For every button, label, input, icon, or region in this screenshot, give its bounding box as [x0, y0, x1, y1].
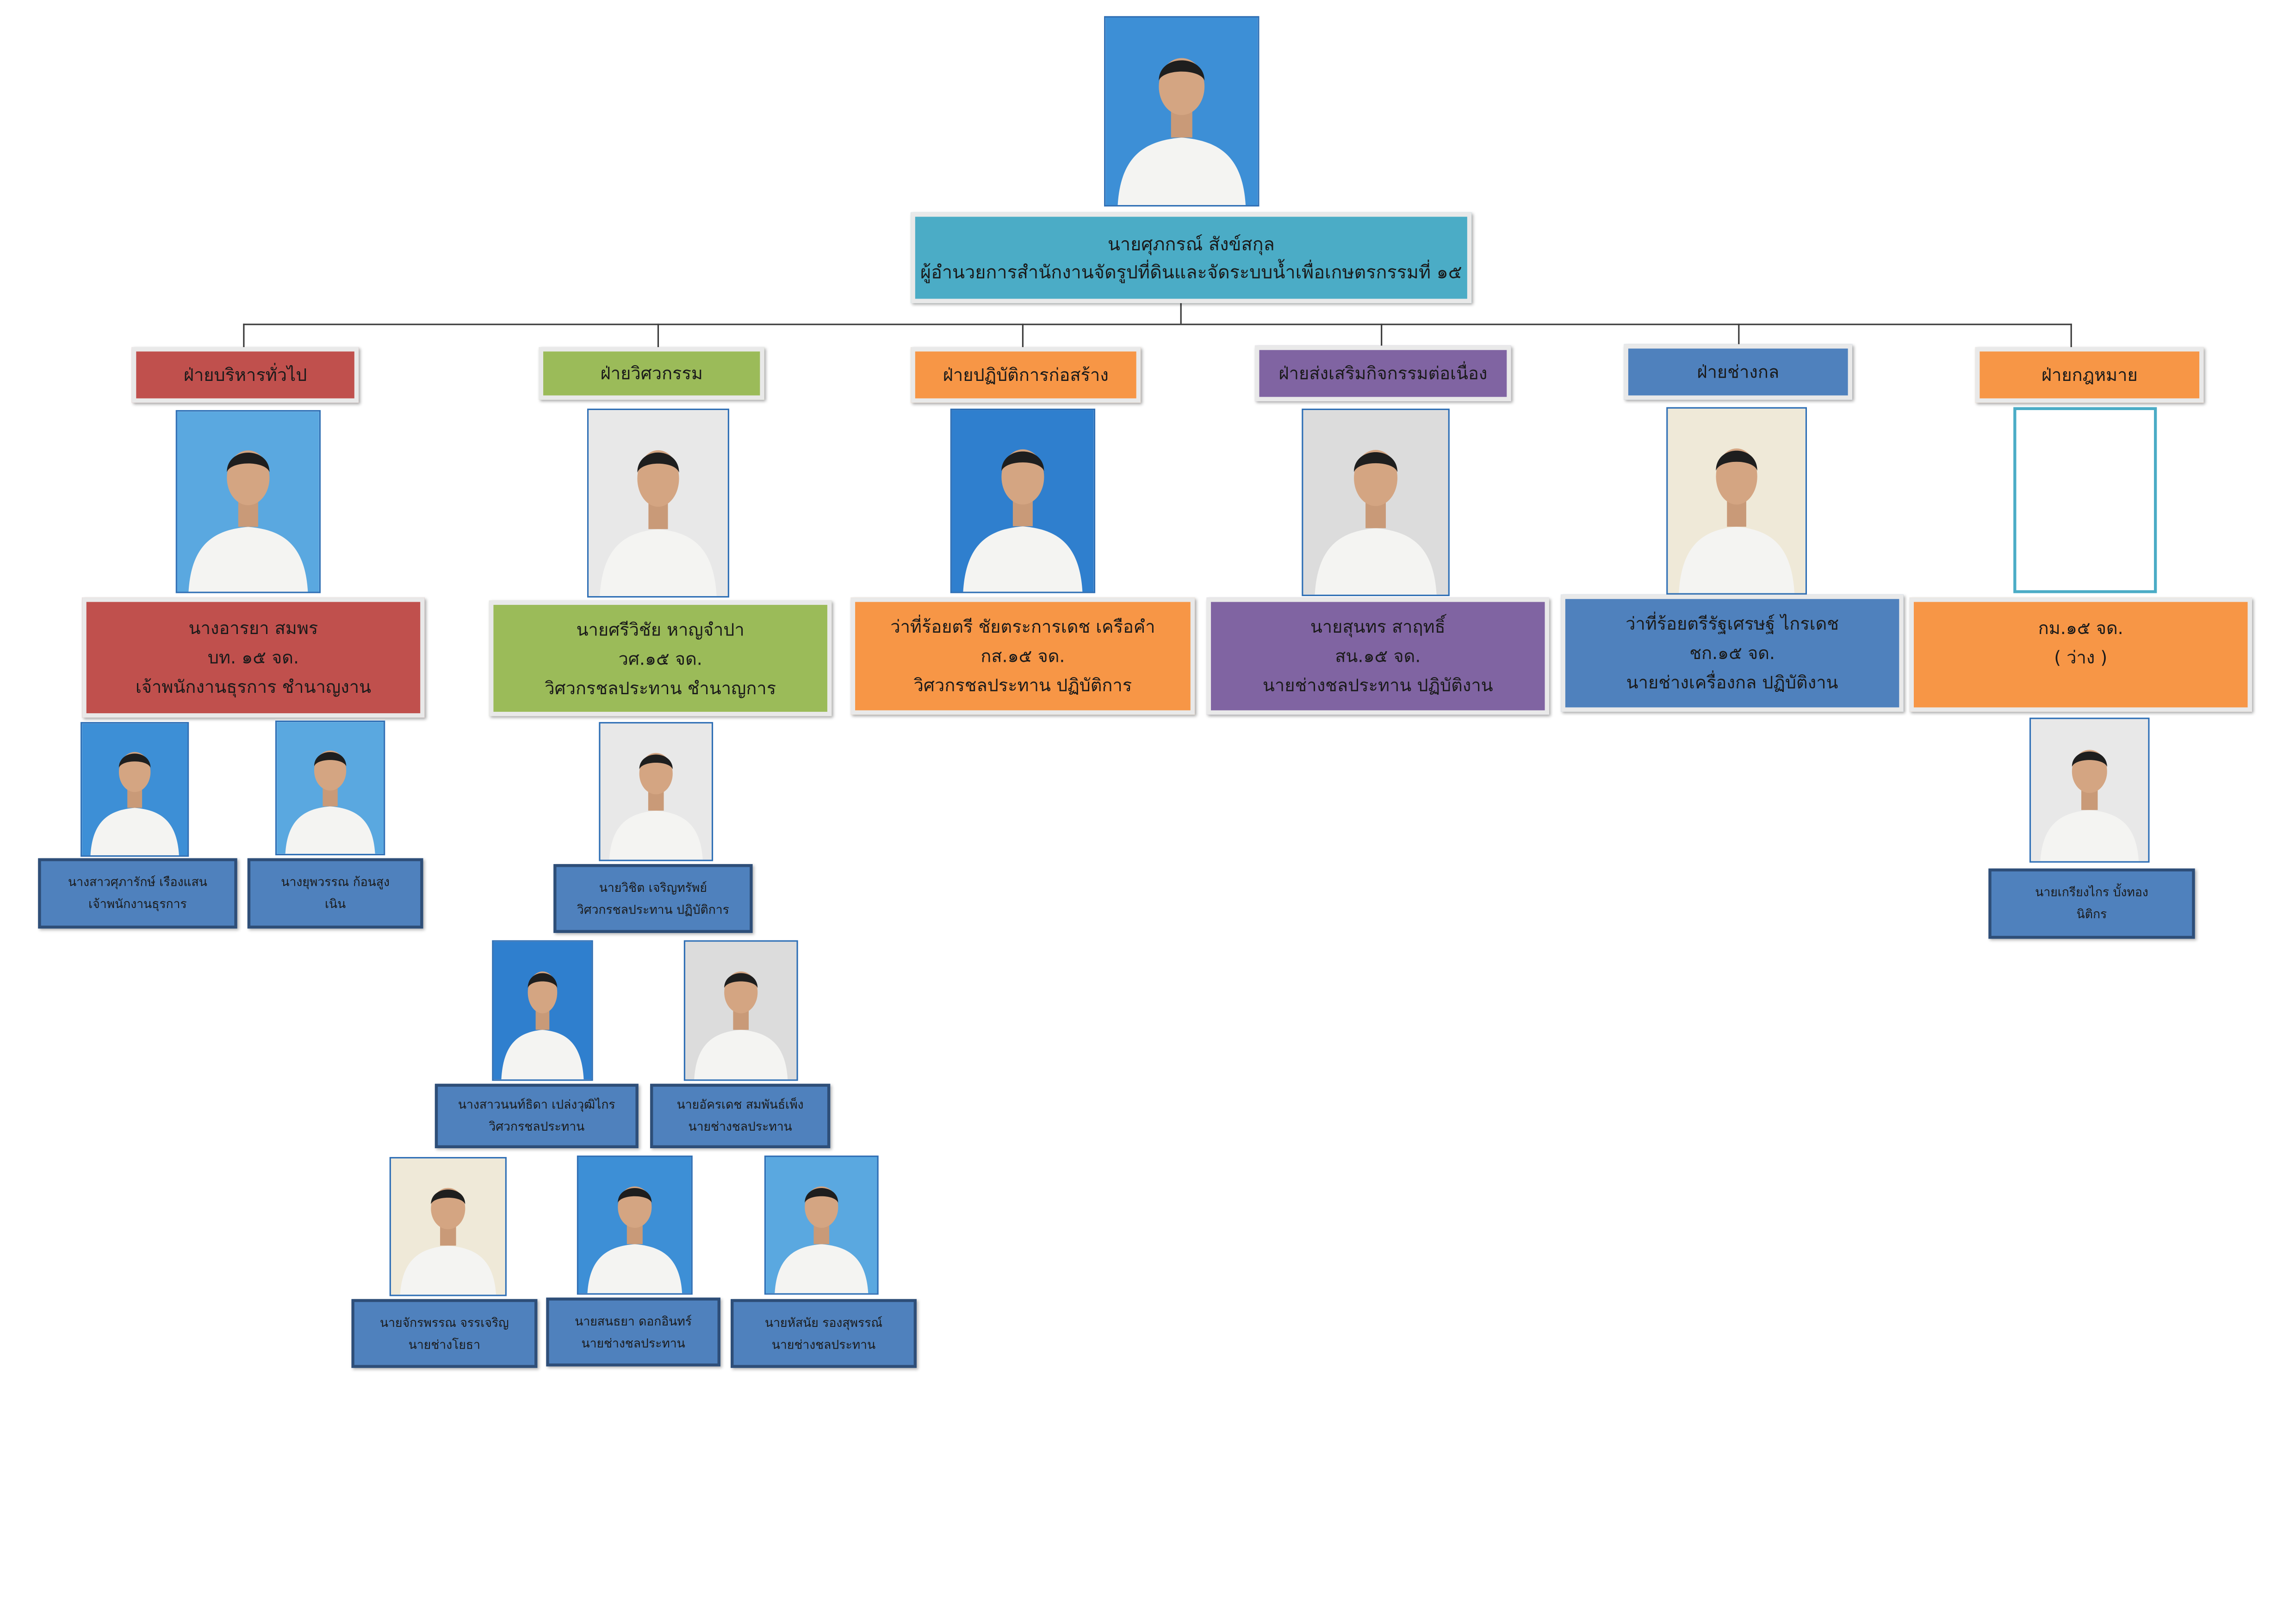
engineering-head-position: วิศวกรชลประทาน ชำนาญการ [545, 677, 776, 698]
dept-label-admin: ฝ่ายบริหารทั่วไป [131, 347, 359, 403]
engineering-staff-6-photo [764, 1155, 879, 1295]
engineering-staff-5-name: นายสนธยา ดอกอินทร์ [575, 1313, 692, 1328]
engineering-staff-4-name: นายจักรพรรณ จรรเจริญ [380, 1314, 509, 1329]
dept-label-mechanical: ฝ่ายช่างกล [1624, 344, 1853, 400]
admin-staff-1-name: นางสาวศุภารักษ์ เรืองแสน [68, 874, 207, 889]
engineering-staff-3-photo [683, 940, 798, 1081]
legal-staff-1-photo [2029, 717, 2150, 863]
engineering-staff-5-photo [577, 1155, 693, 1295]
promotion-head-name: นายสุนทร สาฤทธิ์ [1310, 616, 1446, 637]
admin-staff-1-position: เจ้าพนักงานธุรการ [88, 896, 187, 911]
construction-head-position: วิศวกรชลประทาน ปฏิบัติการ [913, 675, 1132, 696]
engineering-staff-1-name: นายวิชิต เจริญทรัพย์ [599, 879, 707, 894]
construction-head-box: ว่าที่ร้อยตรี ชัยตระการเดช เครือคำ กส.๑๕… [850, 597, 1195, 715]
connector-dept-6 [2070, 324, 2072, 347]
mechanical-head-code: ชก.๑๕ จด. [1689, 643, 1775, 664]
connector-dept-4 [1381, 324, 1383, 347]
admin-head-box: นางอารยา สมพร บท. ๑๕ จด. เจ้าพนักงานธุรก… [82, 597, 425, 718]
construction-head-name: ว่าที่ร้อยตรี ชัยตระการเดช เครือคำ [890, 616, 1155, 637]
engineering-staff-6-box: นายหัสนัย รองสุพรรณ์ นายช่างชลประทาน [731, 1299, 917, 1368]
dept-label-legal: ฝ่ายกฎหมาย [1975, 347, 2204, 403]
engineering-staff-4-box: นายจักรพรรณ จรรเจริญ นายช่างโยธา [351, 1299, 538, 1368]
admin-head-name: นางอารยา สมพร [188, 618, 318, 639]
engineering-head-name: นายศรีวิชัย หาญจำปา [576, 619, 745, 640]
construction-head-photo [950, 408, 1096, 593]
person-photo-icon [2031, 719, 2148, 861]
person-photo-icon [600, 723, 712, 860]
engineering-staff-1-photo [599, 722, 714, 861]
mechanical-head-position: นายช่างเครื่องกล ปฏิบัติงาน [1626, 672, 1838, 693]
engineering-staff-4-photo [389, 1157, 507, 1296]
person-photo-icon [951, 410, 1094, 592]
admin-staff-1-photo [81, 722, 189, 857]
connector-director [1180, 301, 1182, 324]
person-photo-icon [391, 1158, 505, 1295]
engineering-staff-6-name: นายหัสนัย รองสุพรรณ์ [765, 1314, 883, 1329]
mechanical-head-name: ว่าที่ร้อยตรีรัฐเศรษฐ์ ไกรเดช [1626, 613, 1839, 635]
engineering-staff-4-position: นายช่างโยธา [408, 1336, 481, 1351]
promotion-head-box: นายสุนทร สาฤทธิ์ สน.๑๕ จด. นายช่างชลประท… [1206, 597, 1550, 715]
legal-head-status: ( ว่าง ) [2054, 647, 2108, 668]
legal-staff-1-name: นายเกรียงไกร บั้งทอง [2035, 884, 2148, 900]
person-photo-icon [82, 723, 188, 856]
engineering-staff-3-name: นายอัครเดช สมพันธ์เพ็ง [676, 1097, 804, 1112]
director-name: นายศุภกรณ์ สังข์สกุล [1107, 233, 1275, 255]
admin-head-photo [175, 410, 321, 593]
connector-dept-1 [243, 324, 245, 347]
dept-label-engineering: ฝ่ายวิศวกรรม [539, 347, 764, 400]
person-photo-icon [685, 941, 797, 1080]
person-photo-icon [1105, 17, 1258, 205]
engineering-staff-2-position: วิศวกรชลประทาน [489, 1119, 585, 1134]
engineering-head-code: วศ.๑๕ จด. [618, 648, 702, 669]
person-photo-icon [277, 722, 384, 854]
person-photo-icon [578, 1157, 691, 1294]
admin-head-position: เจ้าพนักงานธุรการ ชำนาญงาน [135, 676, 372, 697]
person-photo-icon [766, 1157, 877, 1294]
connector-dept-3 [1022, 324, 1024, 347]
person-photo-icon [493, 941, 592, 1080]
engineering-staff-2-box: นางสาวนนท์ธิดา เปล่งวุฒิไกร วิศวกรชลประท… [434, 1083, 639, 1148]
promotion-head-code: สน.๑๕ จด. [1335, 646, 1421, 666]
promotion-head-photo [1302, 408, 1450, 596]
admin-staff-2-photo [275, 720, 385, 856]
engineering-staff-2-name: นางสาวนนท์ธิดา เปล่งวุฒิไกร [458, 1097, 615, 1112]
mechanical-head-photo [1666, 407, 1807, 595]
connector-dept-2 [657, 324, 659, 347]
engineering-head-box: นายศรีวิชัย หาญจำปา วศ.๑๕ จด. วิศวกรชลปร… [489, 600, 832, 716]
director-title: ผู้อำนวยการสำนักงานจัดรูปที่ดินและจัดระบ… [920, 261, 1462, 283]
dept-label-construction: ฝ่ายปฏิบัติการก่อสร้าง [911, 347, 1141, 403]
legal-head-box: กม.๑๕ จด. ( ว่าง ) [1909, 597, 2253, 712]
engineering-staff-1-position: วิศวกรชลประทาน ปฏิบัติการ [577, 901, 729, 916]
admin-staff-2-name: นางยุพวรรณ ก้อนสูง [281, 874, 390, 889]
engineering-staff-3-position: นายช่างชลประทาน [688, 1119, 792, 1134]
construction-head-code: กส.๑๕ จด. [980, 646, 1065, 666]
legal-head-code: กม.๑๕ จด. [2038, 618, 2123, 639]
engineering-staff-5-box: นายสนธยา ดอกอินทร์ นายช่างชลประทาน [546, 1297, 720, 1367]
admin-head-code: บท. ๑๕ จด. [207, 647, 299, 668]
admin-staff-2-box: นางยุพวรรณ ก้อนสูง เนิน [247, 858, 423, 929]
director-photo [1104, 16, 1260, 207]
legal-staff-1-position: นิติกร [2076, 906, 2107, 921]
person-photo-icon [1303, 410, 1448, 595]
person-photo-icon [1668, 408, 1806, 593]
mechanical-head-box: ว่าที่ร้อยตรีรัฐเศรษฐ์ ไกรเดช ชก.๑๕ จด. … [1561, 594, 1904, 712]
engineering-staff-2-photo [492, 940, 593, 1081]
connector-horizontal [243, 324, 2072, 325]
legal-staff-1-box: นายเกรียงไกร บั้งทอง นิติกร [1988, 868, 2195, 939]
engineering-staff-5-position: นายช่างชลประทาน [581, 1335, 685, 1350]
admin-staff-1-box: นางสาวศุภารักษ์ เรืองแสน เจ้าพนักงานธุรก… [38, 858, 237, 929]
promotion-head-position: นายช่างชลประทาน ปฏิบัติงาน [1262, 675, 1493, 696]
legal-head-photo-vacant [2013, 407, 2157, 593]
engineering-staff-3-box: นายอัครเดช สมพันธ์เพ็ง นายช่างชลประทาน [650, 1083, 831, 1148]
person-photo-icon [589, 410, 728, 596]
director-box: นายศุภกรณ์ สังข์สกุล ผู้อำนวยการสำนักงาน… [911, 212, 1472, 304]
engineering-head-photo [587, 408, 729, 598]
connector-dept-5 [1738, 324, 1740, 347]
engineering-staff-1-box: นายวิชิต เจริญทรัพย์ วิศวกรชลประทาน ปฏิบ… [553, 864, 753, 933]
engineering-staff-6-position: นายช่างชลประทาน [771, 1336, 876, 1351]
admin-staff-2-position: เนิน [324, 896, 346, 911]
dept-label-promotion: ฝ่ายส่งเสริมกิจกรรมต่อเนื่อง [1254, 345, 1511, 402]
person-photo-icon [177, 411, 319, 592]
